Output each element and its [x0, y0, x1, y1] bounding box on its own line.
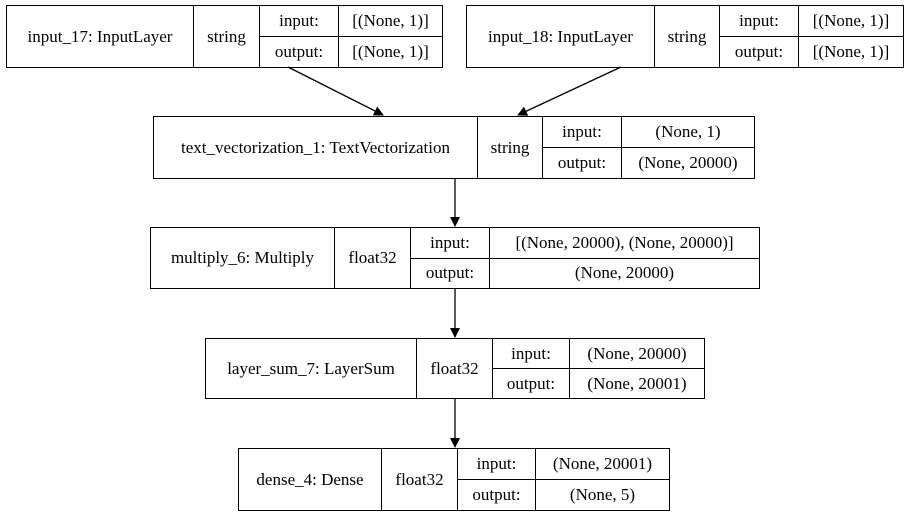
node-multiply-6: multiply_6: Multiply float32 input: [(No… — [150, 227, 760, 289]
node-input-18: input_18: InputLayer string input: [(Non… — [466, 5, 904, 68]
node-dtype: string — [654, 5, 720, 68]
node-text-vectorization-1: text_vectorization_1: TextVectorization … — [153, 116, 755, 179]
output-label: output: — [410, 257, 490, 289]
input-label: input: — [719, 5, 799, 37]
input-shape: [(None, 1)] — [798, 5, 904, 37]
input-label: input: — [457, 448, 536, 480]
node-name: input_17: InputLayer — [6, 5, 194, 68]
output-shape: (None, 20000) — [489, 257, 760, 289]
node-name: dense_4: Dense — [238, 448, 382, 511]
node-dtype: float32 — [381, 448, 458, 511]
edge-input17-to-textvectorization — [287, 66, 384, 116]
input-label: input: — [259, 5, 339, 37]
node-dtype: float32 — [334, 227, 411, 289]
input-shape: (None, 1) — [621, 116, 755, 148]
node-name: text_vectorization_1: TextVectorization — [153, 116, 478, 179]
output-label: output: — [492, 368, 570, 399]
output-shape: (None, 20000) — [621, 147, 755, 179]
output-shape: (None, 20001) — [569, 368, 705, 399]
input-shape: [(None, 20000), (None, 20000)] — [489, 227, 760, 259]
node-layer-sum-7: layer_sum_7: LayerSum float32 input: (No… — [205, 338, 705, 399]
node-name: multiply_6: Multiply — [150, 227, 335, 289]
output-shape: [(None, 1)] — [798, 36, 904, 68]
input-label: input: — [542, 116, 622, 148]
node-input-17: input_17: InputLayer string input: [(Non… — [6, 5, 443, 68]
node-dtype: string — [477, 116, 543, 179]
input-shape: [(None, 1)] — [338, 5, 443, 37]
output-shape: (None, 5) — [535, 479, 670, 511]
output-label: output: — [542, 147, 622, 179]
output-shape: [(None, 1)] — [338, 36, 443, 68]
input-label: input: — [410, 227, 490, 259]
output-label: output: — [457, 479, 536, 511]
node-name: layer_sum_7: LayerSum — [205, 338, 417, 399]
edge-input18-to-textvectorization — [517, 66, 622, 116]
node-dtype: float32 — [416, 338, 493, 399]
input-label: input: — [492, 338, 570, 369]
node-dtype: string — [193, 5, 260, 68]
input-shape: (None, 20001) — [535, 448, 670, 480]
input-shape: (None, 20000) — [569, 338, 705, 369]
node-name: input_18: InputLayer — [466, 5, 655, 68]
node-dense-4: dense_4: Dense float32 input: (None, 200… — [238, 448, 670, 511]
output-label: output: — [719, 36, 799, 68]
output-label: output: — [259, 36, 339, 68]
